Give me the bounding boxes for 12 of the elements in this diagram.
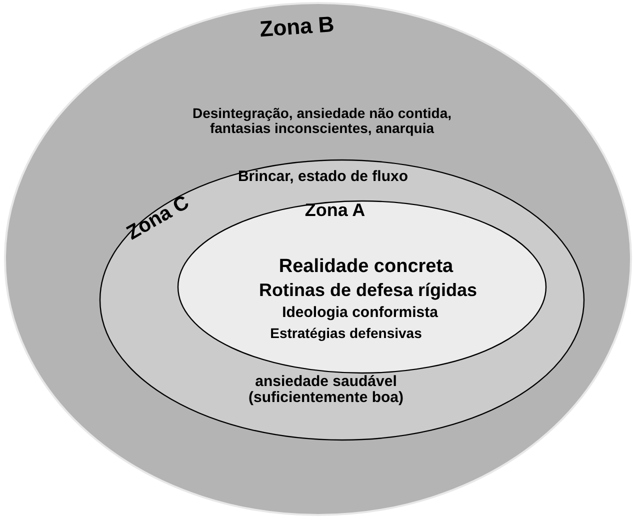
zone-label: Zona B xyxy=(258,10,336,44)
zone-item: Rotinas de defesa rígidas xyxy=(258,281,478,301)
zone-ellipse xyxy=(99,159,585,441)
zone-item: Estratégias defensivas xyxy=(269,326,423,341)
zone-description: Brincar, estado de fluxo xyxy=(236,168,410,185)
zone-description: ansiedade saudável (suficientemente boa) xyxy=(247,374,405,406)
zone-ellipse xyxy=(4,2,632,516)
zone-description: Desintegração, ansiedade não contida, fantasias inconscientes, anarquia xyxy=(191,106,453,136)
zone-item: Ideologia conformista xyxy=(281,304,439,321)
zone-label: Zona C xyxy=(122,190,194,246)
zone-item: Realidade concreta xyxy=(278,256,454,278)
zone-label: Zona A xyxy=(304,201,366,221)
